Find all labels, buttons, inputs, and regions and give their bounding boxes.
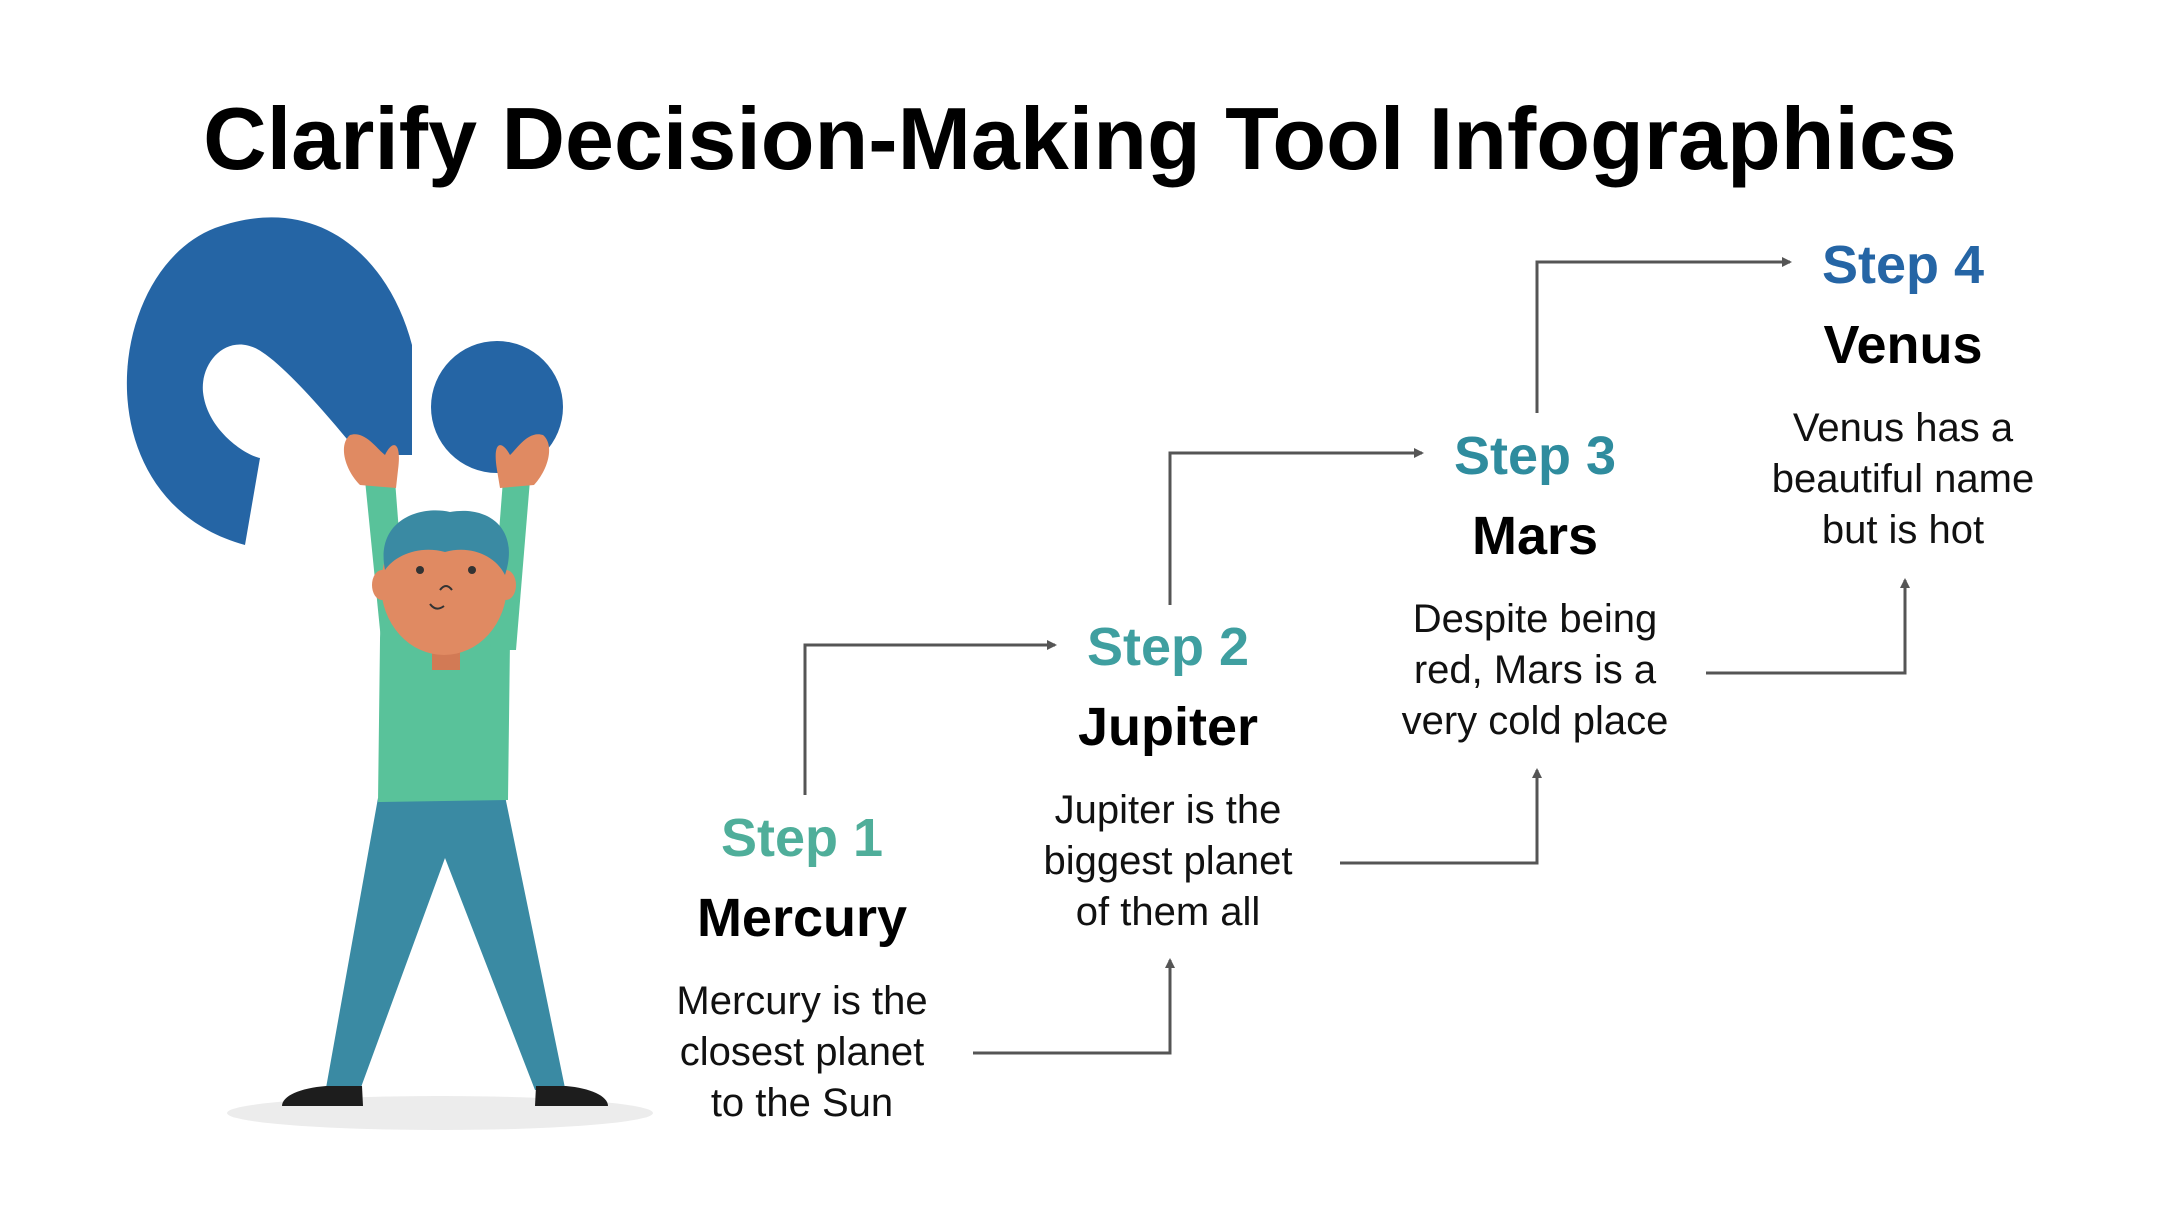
step-4-label: Step 4	[1821, 235, 1985, 295]
step-2-description: Jupiter is the biggest planet of them al…	[1043, 788, 1293, 934]
question-mark-icon	[126, 217, 413, 545]
connector-step2-bottom	[1340, 768, 1542, 865]
step-1: Step 1 Mercury Mercury is the closest pl…	[612, 808, 992, 1129]
connector-step1-top	[803, 640, 1057, 795]
person-legs	[326, 796, 565, 1090]
step-2-name: Jupiter	[1077, 697, 1259, 757]
step-4-description: Venus has a beautiful name but is hot	[1771, 406, 2035, 552]
step-3-description: Despite being red, Mars is a very cold p…	[1401, 597, 1669, 743]
step-1-description: Mercury is the closest planet to the Sun	[676, 979, 928, 1125]
step-3: Step 3 Mars Despite being red, Mars is a…	[1345, 426, 1725, 747]
connector-step2-top	[1168, 448, 1424, 605]
connector-step3-top	[1535, 257, 1792, 413]
step-2: Step 2 Jupiter Jupiter is the biggest pl…	[978, 617, 1358, 938]
step-4: Step 4 Venus Venus has a beautiful name …	[1713, 235, 2093, 556]
connector-step1-bottom	[973, 958, 1175, 1055]
person-question-illustration	[126, 217, 653, 1130]
page-title: Clarify Decision-Making Tool Infographic…	[203, 89, 1957, 188]
step-1-name: Mercury	[696, 888, 908, 948]
connector-step3-bottom	[1706, 578, 1910, 675]
step-3-name: Mars	[1471, 506, 1599, 566]
step-3-label: Step 3	[1453, 426, 1617, 486]
step-2-label: Step 2	[1086, 617, 1250, 677]
step-1-label: Step 1	[720, 808, 884, 868]
person-hair	[383, 510, 509, 575]
step-4-name: Venus	[1823, 315, 1983, 375]
